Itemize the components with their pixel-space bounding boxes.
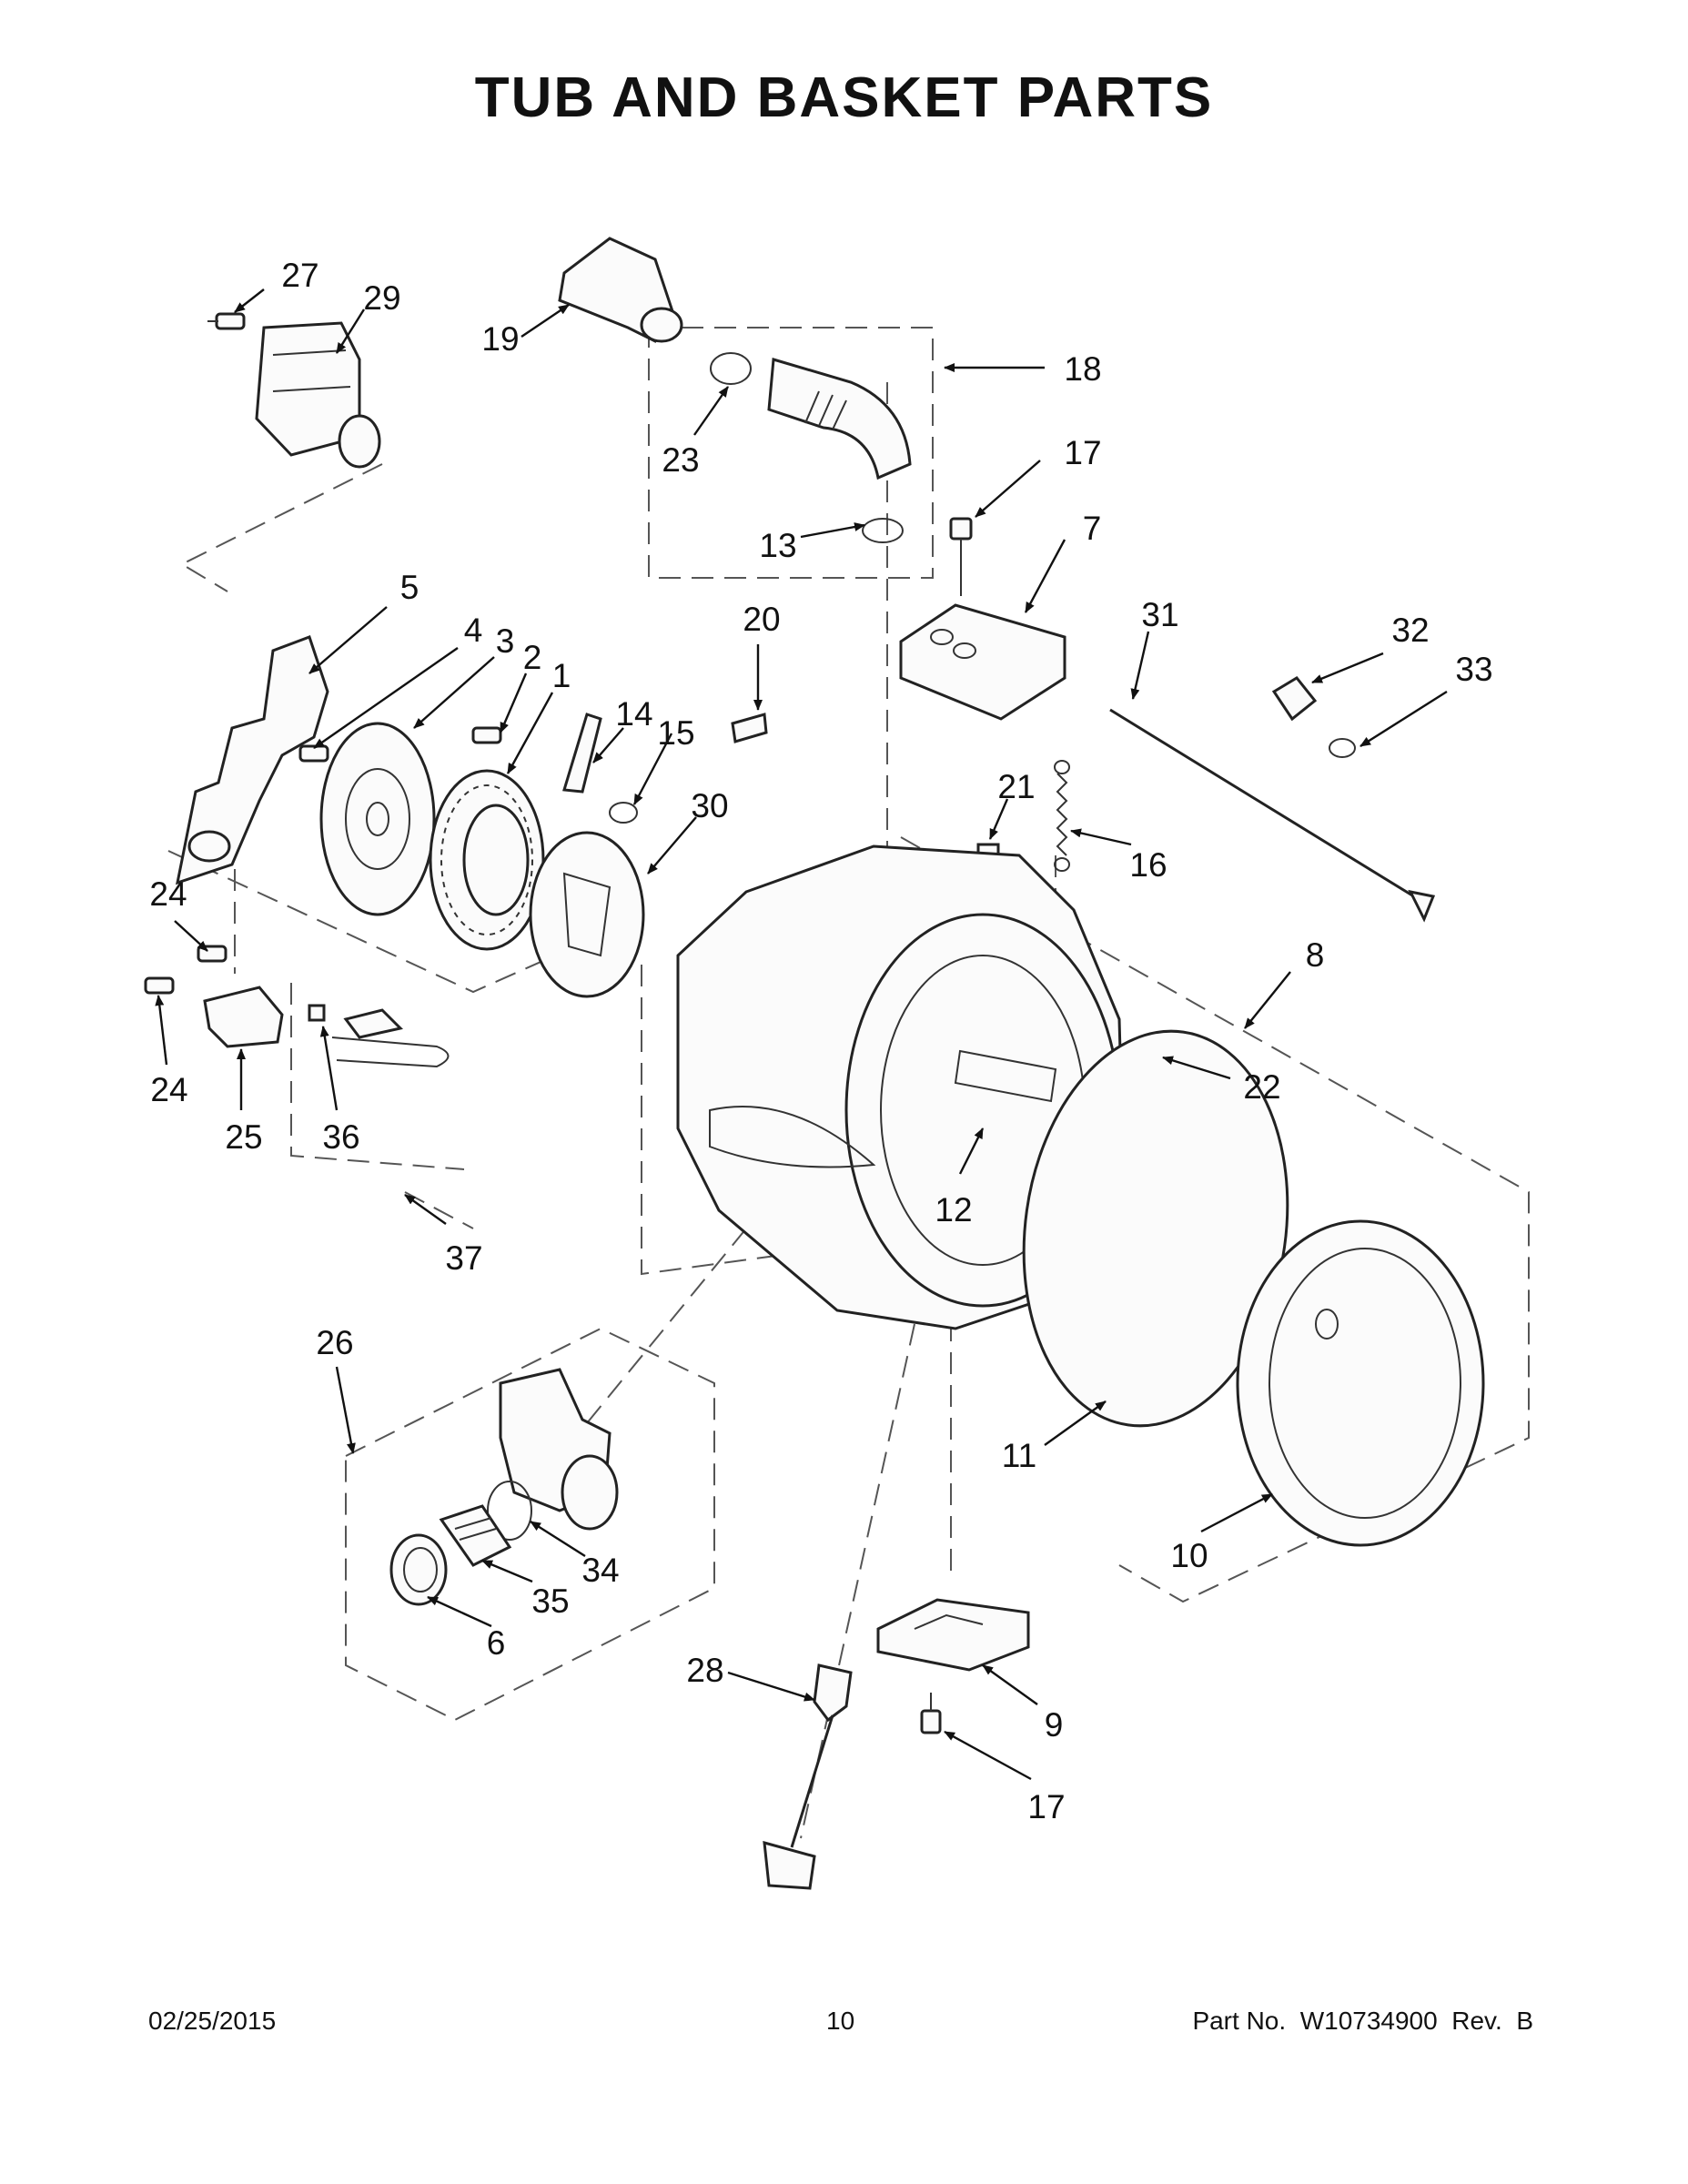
callout-17: 17 bbox=[1064, 434, 1101, 471]
callout-30: 30 bbox=[691, 787, 728, 824]
callout-29: 29 bbox=[363, 279, 400, 317]
callout-4: 4 bbox=[464, 612, 483, 649]
callout-1: 1 bbox=[552, 657, 571, 694]
callout-18: 18 bbox=[1064, 350, 1101, 388]
part-1-stator bbox=[429, 769, 545, 951]
footer-date: 02/25/2015 bbox=[148, 2007, 277, 2035]
part-9-counterweight bbox=[876, 1598, 1030, 1672]
callout-15: 15 bbox=[657, 714, 694, 752]
callout-2: 2 bbox=[523, 639, 542, 676]
callout-17-bottom: 17 bbox=[1027, 1788, 1065, 1825]
part-30-shield bbox=[529, 831, 645, 998]
part-24-screw-upper bbox=[197, 945, 227, 963]
callout-33: 33 bbox=[1455, 651, 1492, 688]
callout-3: 3 bbox=[496, 622, 515, 660]
part-33-ring bbox=[1329, 738, 1356, 758]
callout-labels: 27 29 19 18 23 17 13 7 5 4 3 2 1 14 15 2… bbox=[149, 257, 1492, 1825]
part-20-clip bbox=[731, 713, 768, 743]
part-6-drain-cap bbox=[389, 1533, 448, 1606]
callout-9: 9 bbox=[1045, 1706, 1064, 1744]
callout-16: 16 bbox=[1129, 846, 1167, 884]
footer-part-number: Part No. W10734900 Rev. B bbox=[1192, 2007, 1533, 2035]
part-23-clamp bbox=[710, 352, 752, 385]
callout-34: 34 bbox=[581, 1552, 619, 1589]
callout-10: 10 bbox=[1170, 1537, 1208, 1574]
callout-36: 36 bbox=[322, 1118, 359, 1156]
callout-31: 31 bbox=[1141, 596, 1178, 633]
part-7-counterweight bbox=[899, 603, 1066, 721]
part-10-front-ring bbox=[1236, 1219, 1485, 1547]
part-outlines bbox=[144, 237, 1485, 1890]
part-5-sump-hose bbox=[176, 635, 329, 885]
callout-37: 37 bbox=[445, 1239, 482, 1277]
part-27-screw bbox=[207, 312, 246, 330]
callout-24-lower: 24 bbox=[150, 1071, 187, 1108]
part-16-spring bbox=[1054, 760, 1070, 872]
callout-27: 27 bbox=[281, 257, 318, 294]
part-26-pump bbox=[499, 1368, 619, 1531]
callout-28: 28 bbox=[686, 1652, 723, 1689]
callout-8: 8 bbox=[1306, 936, 1325, 974]
callout-24-upper: 24 bbox=[149, 875, 187, 913]
part-17-bottom-bolt bbox=[920, 1693, 942, 1734]
part-29-bellows bbox=[255, 321, 381, 469]
part-17-top-bolt bbox=[949, 517, 973, 596]
part-18-hose bbox=[767, 358, 912, 480]
page-title: TUB AND BASKET PARTS bbox=[474, 66, 1214, 129]
callout-14: 14 bbox=[615, 695, 652, 733]
part-25-connector bbox=[203, 986, 284, 1048]
callout-22: 22 bbox=[1243, 1068, 1280, 1106]
part-2-screw bbox=[471, 726, 502, 744]
footer-page-number: 10 bbox=[826, 2007, 855, 2035]
part-3-rotor bbox=[319, 722, 436, 916]
part-15-clip bbox=[609, 802, 638, 824]
part-34-seal bbox=[487, 1481, 532, 1541]
part-31-rod bbox=[1109, 708, 1436, 923]
part-24-screw-lower bbox=[144, 976, 175, 995]
part-14-sensor bbox=[562, 713, 602, 794]
callout-23: 23 bbox=[662, 441, 699, 479]
callout-leaders bbox=[155, 288, 1448, 1781]
callout-20: 20 bbox=[743, 601, 780, 638]
callout-26: 26 bbox=[316, 1324, 353, 1361]
callout-5: 5 bbox=[400, 569, 419, 606]
part-32-clip bbox=[1271, 676, 1318, 722]
callout-12: 12 bbox=[935, 1191, 972, 1228]
part-19-duct bbox=[558, 237, 683, 343]
callout-35: 35 bbox=[531, 1582, 569, 1620]
callout-13: 13 bbox=[759, 527, 796, 564]
callout-11: 11 bbox=[1002, 1437, 1036, 1474]
callout-32: 32 bbox=[1391, 612, 1429, 649]
callout-25: 25 bbox=[225, 1118, 262, 1156]
callout-6: 6 bbox=[487, 1624, 506, 1662]
part-13-clamp bbox=[862, 518, 904, 543]
part-35-filter bbox=[439, 1504, 512, 1567]
callout-7: 7 bbox=[1083, 510, 1102, 547]
part-4-screw bbox=[298, 744, 329, 763]
part-36-heater bbox=[308, 1004, 450, 1068]
part-11-gasket bbox=[1022, 1029, 1289, 1428]
callout-21: 21 bbox=[997, 768, 1035, 805]
callout-19: 19 bbox=[481, 320, 519, 358]
